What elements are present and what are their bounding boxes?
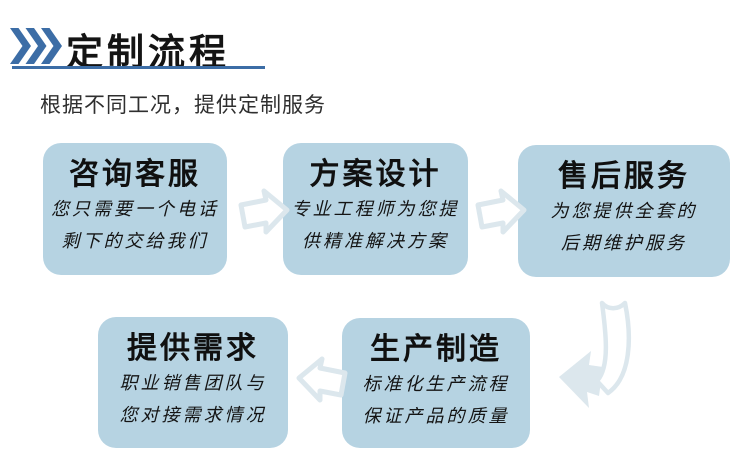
step-desc-line: 专业工程师为您提 xyxy=(291,199,460,220)
step-box-requirements: 提供需求 职业销售团队与 您对接需求情况 xyxy=(98,317,288,448)
step-desc-line: 职业销售团队与 xyxy=(119,373,267,394)
step-desc-line: 保证产品的质量 xyxy=(362,406,510,427)
step-title: 提供需求 xyxy=(127,332,259,365)
title-underline xyxy=(12,66,265,69)
step-box-design: 方案设计 专业工程师为您提 供精准解决方案 xyxy=(283,143,468,275)
step-desc-line: 您只需要一个电话 xyxy=(51,199,219,220)
step-title: 生产制造 xyxy=(370,333,502,366)
step-desc-line: 为您提供全套的 xyxy=(550,201,698,222)
step-title: 方案设计 xyxy=(309,158,442,191)
step-desc-line: 标准化生产流程 xyxy=(362,374,510,395)
step-box-aftersales: 售后服务 为您提供全套的 后期维护服务 xyxy=(518,145,730,277)
step-desc-line: 后期维护服务 xyxy=(561,233,687,254)
curved-turn-down-left-arrow-icon xyxy=(559,300,632,408)
step-desc-line: 供精准解决方案 xyxy=(302,231,449,252)
step-desc-line: 您对接需求情况 xyxy=(119,405,267,426)
block-arrow-right-icon xyxy=(475,188,527,235)
section-subtitle: 根据不同工况，提供定制服务 xyxy=(40,94,326,117)
step-title: 售后服务 xyxy=(558,160,690,193)
block-arrow-left-icon xyxy=(296,356,348,403)
block-arrow-right-icon xyxy=(238,188,290,235)
step-title: 咨询客服 xyxy=(69,158,201,191)
step-desc-line: 剩下的交给我们 xyxy=(61,231,209,252)
triple-chevron-right-icon xyxy=(10,28,62,64)
step-box-production: 生产制造 标准化生产流程 保证产品的质量 xyxy=(342,318,530,448)
step-box-consult: 咨询客服 您只需要一个电话 剩下的交给我们 xyxy=(43,143,227,275)
